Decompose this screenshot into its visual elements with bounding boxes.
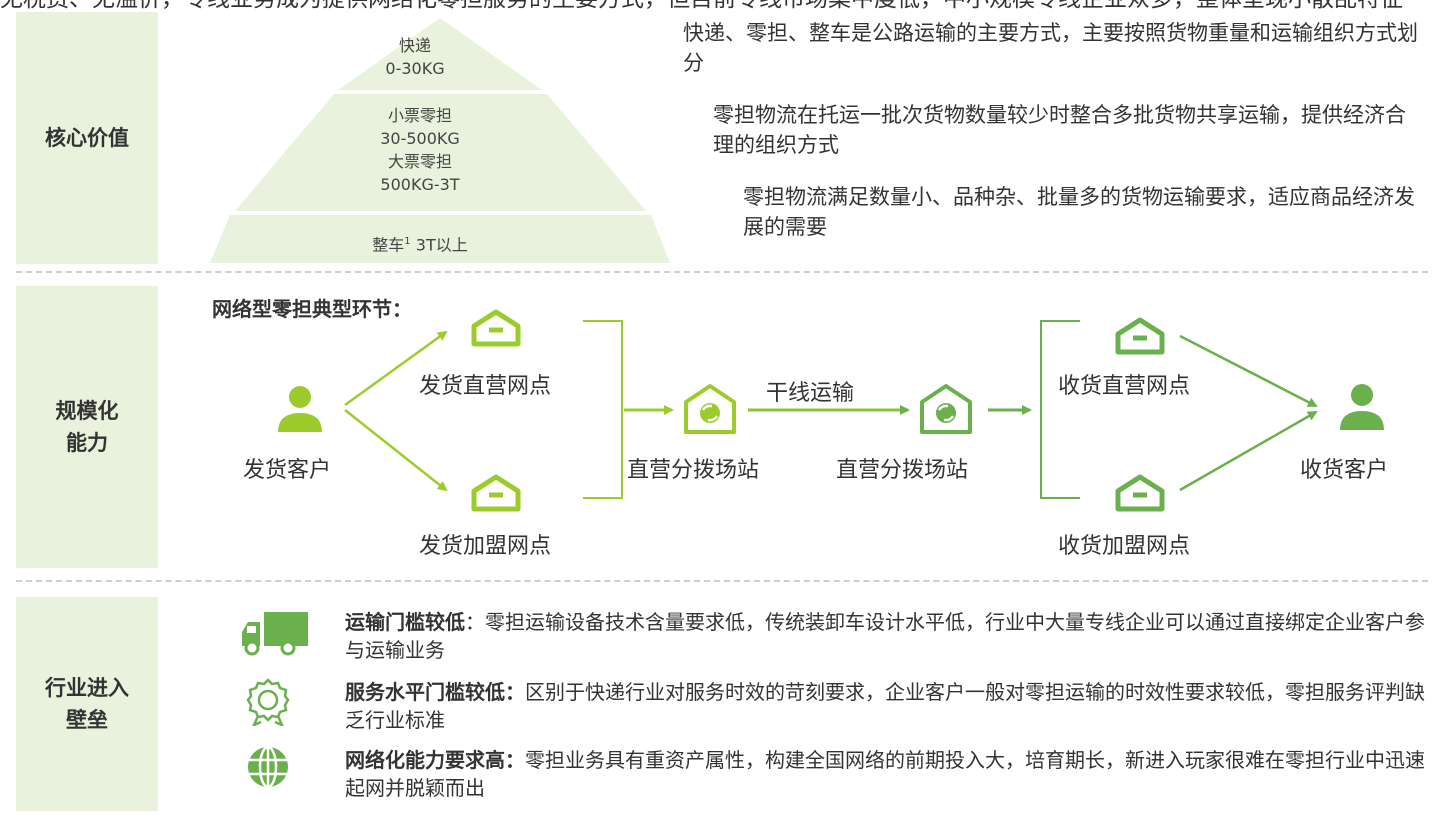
entry-item-transport: 运输门槛较低：零担运输设备技术含量要求低，传统装卸车设计水平低，行业中大量专线企… [345,608,1425,664]
entry-item-service-title: 服务水平门槛较低： [345,680,525,704]
node-recv-direct: 收货直营网点 [1058,374,1191,399]
entry-item-network: 网络化能力要求高：零担业务具有重资产属性，构建全国网络的前期投入大，培育期长，新… [345,746,1425,802]
entry-item-transport-title: 运输门槛较低 [345,610,465,634]
core-bullet-1: 快递、零担、整车是公路运输的主要方式，主要按照货物重量和运输组织方式划分 [683,21,1418,75]
arrow-franchise-to-receiver [1179,410,1318,492]
flow-title: 网络型零担典型环节： [212,297,412,321]
pyramid-bottom-sup: 1 [404,236,411,247]
truck-icon [242,612,308,656]
arrow-direct-to-receiver [1179,334,1318,408]
pyramid-top-tier [338,18,542,90]
core-value-label: 核心价值 [16,12,158,264]
entry-item-service: 服务水平门槛较低：区别于快递行业对服务时效的苛刻要求，企业客户一般对零担运输的时… [345,678,1425,734]
send-franchise-house-icon [471,474,521,512]
pyramid-bottom-rest: 3T以上 [410,235,468,255]
entry-item-network-title: 网络化能力要求高： [345,748,525,772]
pyramid-top-text: 快递 0-30KG [370,34,460,80]
entry-label-line1: 行业进入 [45,676,129,700]
node-send-direct: 发货直营网点 [419,374,552,399]
badge-icon [246,678,290,726]
shipper-person-icon [278,386,322,432]
left-bracket [583,320,623,499]
entry-item-network-text: 零担业务具有重资产属性，构建全国网络的前期投入大，培育期长，新进入玩家很难在零担… [345,748,1425,800]
right-bracket [1040,320,1080,499]
scale-label-line1: 规模化 [55,399,119,423]
node-trunk: 干线运输 [766,381,855,406]
divider-1 [16,271,1428,273]
receiver-person-icon [1340,384,1384,430]
send-direct-house-icon [471,309,521,347]
node-receiver: 收货客户 [1300,458,1389,483]
node-hub-origin: 直营分拨场站 [627,458,760,483]
node-send-franchise: 发货加盟网点 [419,534,552,559]
arrow-shipper-to-franchise [344,409,448,492]
destination-hub-icon [920,384,972,434]
pyramid-middle-line1: 小票零担 [387,106,452,125]
recv-direct-house-icon [1115,317,1165,355]
scale-label-line2: 能力 [66,431,108,455]
divider-2 [16,580,1428,582]
entry-item-transport-sep: ： [465,610,485,634]
entry-item-service-text: 区别于快递行业对服务时效的苛刻要求，企业客户一般对零担运输的时效性要求较低，零担… [345,680,1425,732]
entry-barrier-label: 行业进入 壁垒 [16,597,158,811]
pyramid-top-line2: 0-30KG [385,59,445,78]
pyramid-middle-tier [235,94,646,211]
pyramid-middle-line2: 30-500KG [380,129,460,148]
scale-label: 规模化 能力 [16,286,158,568]
pyramid-bottom-main: 整车 [372,235,405,255]
core-value-label-line: 核心价值 [45,126,129,150]
node-shipper: 发货客户 [243,458,332,483]
pyramid-bottom-text: 整车1 3T以上 [340,230,500,256]
globe-icon [248,745,288,789]
node-hub-dest: 直营分拨场站 [836,458,969,483]
pyramid-bottom-tier [210,215,670,263]
top-cutoff-text: 无税费、无溢价，专线业务成为提供网络化零担服务的主要方式，但目前专线市场集中度低… [0,0,1441,14]
pyramid-middle-text: 小票零担 30-500KG 大票零担 500KG-3T [360,104,480,196]
pyramid-top-line1: 快递 [398,36,431,55]
entry-label-line2: 壁垒 [66,708,108,732]
flow-diagram [278,309,1384,512]
recv-franchise-house-icon [1115,474,1165,512]
entry-item-transport-text: 零担运输设备技术含量要求低，传统装卸车设计水平低，行业中大量专线企业可以通过直接… [345,610,1425,662]
core-bullet-2: 零担物流在托运一批次货物数量较少时整合多批货物共享运输，提供经济合理的组织方式 [713,103,1406,157]
pyramid [210,18,670,263]
pyramid-middle-line4: 500KG-3T [380,175,460,194]
arrow-shipper-to-direct [344,330,448,407]
origin-hub-icon [684,384,736,434]
node-recv-franchise: 收货加盟网点 [1058,534,1191,559]
core-bullet-3: 零担物流满足数量小、品种杂、批量多的货物运输要求，适应商品经济发展的需要 [743,185,1415,239]
pyramid-middle-line3: 大票零担 [387,152,452,171]
